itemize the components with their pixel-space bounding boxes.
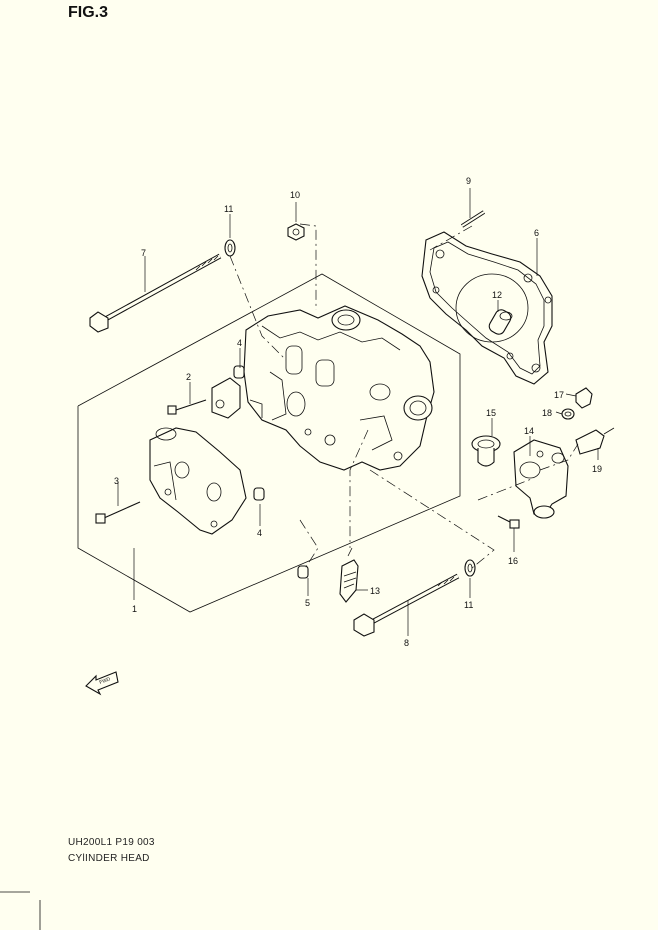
callout-11-lower: 11 bbox=[464, 600, 473, 610]
thermostat-housing[interactable] bbox=[513, 439, 569, 519]
stud-bolt-7[interactable] bbox=[89, 253, 222, 333]
callout-5: 5 bbox=[305, 598, 310, 608]
callout-10: 10 bbox=[290, 190, 300, 200]
washer-18[interactable] bbox=[561, 408, 575, 420]
callout-3: 3 bbox=[114, 476, 119, 486]
callout-17: 17 bbox=[554, 390, 564, 400]
fwd-label: FWD bbox=[99, 676, 112, 686]
callout-4-lower: 4 bbox=[257, 528, 262, 538]
dowel-pin-12[interactable] bbox=[487, 308, 513, 337]
callout-18: 18 bbox=[542, 408, 552, 418]
plug-17[interactable] bbox=[575, 387, 593, 409]
callout-labels: 1 2 3 4 4 5 6 7 8 9 10 11 11 12 13 14 15… bbox=[114, 176, 602, 648]
bolt-2[interactable] bbox=[167, 399, 207, 415]
washer-11-upper[interactable] bbox=[224, 239, 236, 257]
callout-1: 1 bbox=[132, 604, 137, 614]
alignment-lines bbox=[229, 223, 579, 571]
spark-plug[interactable] bbox=[339, 547, 359, 603]
leader-lines bbox=[117, 188, 599, 636]
bolt-3[interactable] bbox=[95, 501, 141, 524]
callout-12: 12 bbox=[492, 290, 502, 300]
dowel-pin-lower[interactable] bbox=[253, 487, 265, 501]
forward-arrow-icon: FWD bbox=[85, 671, 119, 696]
thermostat[interactable] bbox=[471, 435, 501, 467]
corner-mark bbox=[0, 891, 41, 930]
cylinder-head-gasket[interactable] bbox=[421, 231, 553, 385]
callout-8: 8 bbox=[404, 638, 409, 648]
callout-11-upper: 11 bbox=[224, 204, 233, 214]
temperature-sensor[interactable] bbox=[575, 427, 615, 455]
nut-10[interactable] bbox=[287, 223, 305, 241]
washer-11-lower[interactable] bbox=[464, 559, 476, 577]
assembly-boundary bbox=[77, 273, 461, 613]
callout-19: 19 bbox=[592, 464, 602, 474]
dowel-pin-5[interactable] bbox=[297, 565, 309, 579]
dowel-pin-upper[interactable] bbox=[233, 365, 245, 379]
stud-bolt-8[interactable] bbox=[353, 573, 460, 637]
cam-chain-cover[interactable] bbox=[149, 427, 247, 535]
callout-4-upper: 4 bbox=[237, 338, 242, 348]
callout-14: 14 bbox=[524, 426, 534, 436]
bolt-16[interactable] bbox=[497, 515, 520, 529]
callout-7: 7 bbox=[141, 248, 146, 258]
diagram-code: UH200L1 P19 003 bbox=[68, 837, 155, 848]
callout-9: 9 bbox=[466, 176, 471, 186]
stud-9[interactable] bbox=[460, 210, 486, 228]
callout-6: 6 bbox=[534, 228, 539, 238]
bearing-cap[interactable] bbox=[211, 377, 241, 419]
callout-15: 15 bbox=[486, 408, 496, 418]
callout-2: 2 bbox=[186, 372, 191, 382]
diagram-subtitle: CYlINDER HEAD bbox=[68, 853, 150, 864]
callout-13: 13 bbox=[370, 586, 380, 596]
figure-title: FIG.3 bbox=[68, 4, 109, 21]
callout-16: 16 bbox=[508, 556, 518, 566]
cylinder-head[interactable] bbox=[243, 305, 435, 471]
